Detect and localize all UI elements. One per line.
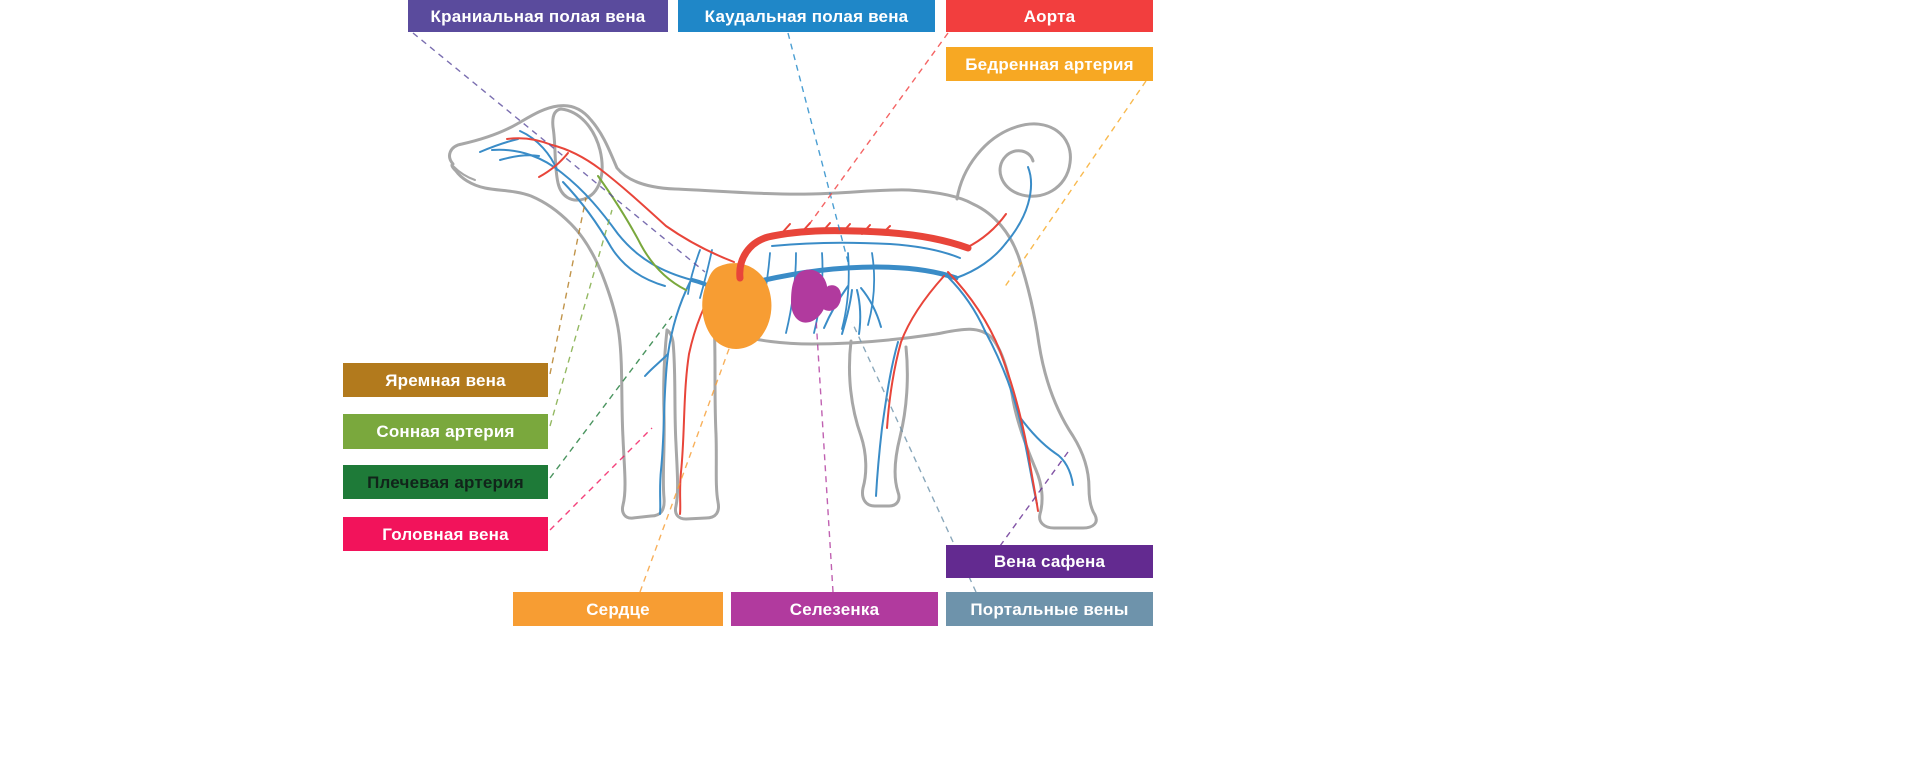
leader-cranial-vena-cava — [412, 32, 706, 273]
portal-vein-3 — [856, 289, 862, 335]
tail-vein — [1005, 166, 1032, 244]
label-aorta: Аорта — [946, 0, 1153, 32]
veins-network — [479, 130, 1074, 515]
portal-vein-2 — [841, 289, 853, 335]
label-brachial-artery: Плечевая артерия — [343, 465, 548, 499]
brachial-artery-line — [679, 281, 719, 515]
leader-cephalic-vein — [549, 427, 653, 531]
femoral-artery-line — [947, 271, 1039, 512]
head-vein-branch-1 — [479, 138, 519, 153]
pelvic-vein-up — [955, 242, 1007, 279]
rib-vein-6 — [867, 252, 875, 326]
neck-artery-line — [551, 144, 735, 263]
label-saphenous-vein: Вена сафена — [946, 545, 1153, 578]
label-femoral-artery: Бедренная артерия — [946, 47, 1153, 81]
label-heart: Сердце — [513, 592, 723, 626]
head-artery-2 — [538, 152, 569, 178]
label-cranial-vena-cava: Краниальная полая вена — [408, 0, 668, 32]
dog-mouth-line — [452, 165, 476, 181]
pelvic-vein-down — [947, 276, 986, 332]
hind-leg-vein — [984, 330, 1038, 505]
saphenous-vein-line — [1018, 415, 1074, 486]
aorta-vessel — [736, 227, 972, 282]
leader-femoral-artery — [1003, 80, 1147, 289]
tail-artery-line — [965, 213, 1007, 249]
leader-carotid-artery — [549, 209, 613, 427]
spleen-lobe-shape — [821, 285, 842, 311]
dog-tail-outline — [955, 122, 1072, 201]
head-artery-1 — [506, 137, 553, 146]
leader-spleen — [815, 317, 834, 593]
cephalic-vein-line — [644, 353, 669, 377]
dog-far-hind-leg-outline — [848, 339, 909, 508]
label-cephalic-vein: Головная вена — [343, 517, 548, 551]
shoulder-vein-1 — [687, 249, 701, 295]
spleen-shape — [791, 269, 828, 323]
leader-aorta — [799, 32, 949, 238]
label-carotid-artery: Сонная артерия — [343, 414, 548, 449]
label-caudal-vena-cava: Каудальная полая вена — [678, 0, 935, 32]
label-jugular-vein: Яремная вена — [343, 363, 548, 397]
leader-jugular-vein — [549, 197, 587, 375]
leader-saphenous-vein — [999, 451, 1069, 547]
spine-vein-line — [771, 241, 961, 259]
leader-brachial-artery — [549, 315, 673, 479]
shoulder-vein-2 — [699, 249, 713, 299]
iliac-artery-line — [886, 275, 945, 429]
portal-vein-4 — [860, 287, 882, 328]
leader-heart — [639, 337, 734, 593]
neck-vein-line — [562, 181, 666, 287]
head-vein-branch-2 — [499, 154, 540, 161]
heart-shape — [702, 263, 772, 349]
rib-vein-5 — [841, 252, 850, 330]
leader-lines — [412, 32, 1147, 593]
caudal-vena-cava-vessel — [753, 264, 959, 285]
far-hind-leg-vein — [875, 341, 899, 497]
label-spleen: Селезенка — [731, 592, 938, 626]
label-portal-veins: Портальные вены — [946, 592, 1153, 626]
front-leg-vein — [659, 281, 691, 515]
